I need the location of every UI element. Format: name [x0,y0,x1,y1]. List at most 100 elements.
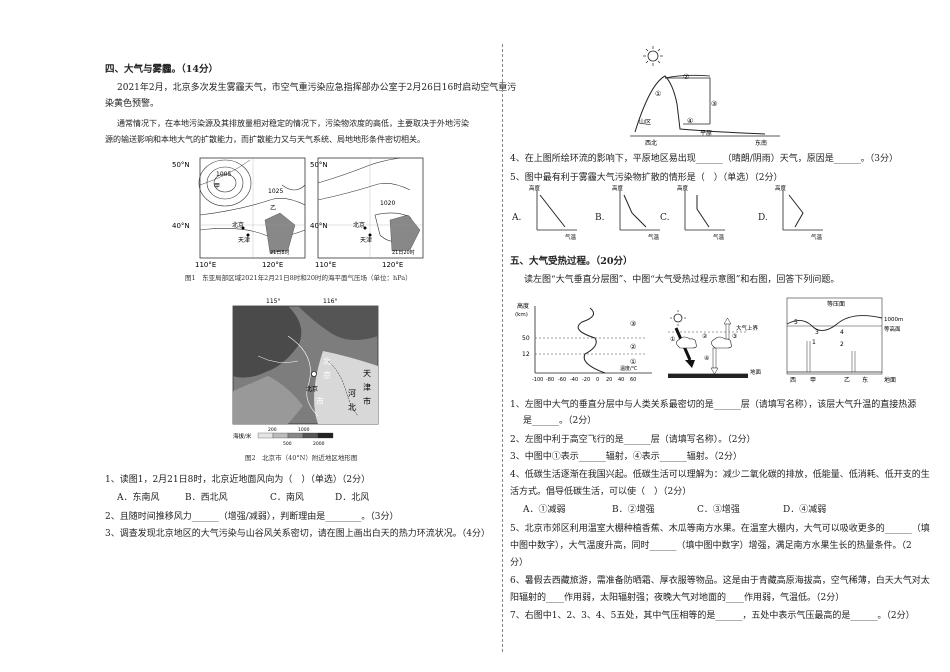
legend-tick-2000: 2000 [313,441,325,447]
beijing-char-2: 京 [323,370,331,380]
west-label: 西 [790,377,796,384]
column-divider [502,44,503,652]
q1-option-b[interactable]: B．西北风 [185,493,228,503]
question-2: 2、且随时间推移风力______（增强/减弱），判断理由是________。（3… [105,512,399,522]
q5-a-x-label: 气温 [565,233,577,240]
part5-q7: 7、右图中1、2、3、4、5五处，其中气压相等的是______，五处中表示气压最… [510,611,915,621]
x-tick-m60: -60 [558,377,566,383]
q5-opt-label-b: B. [595,213,605,223]
x-tick-m40: -40 [570,377,578,383]
circ-label-3: ③ [711,100,717,108]
legend-tick-500: 500 [283,441,292,447]
question-5: 5、图中最有利于雾霾大气污染物扩散的情形是（ ）（单选）（2分） [510,173,783,183]
q5-d-y-label: 高度 [775,185,787,192]
figure-2-terrain-map: 115° 116° 北 京 北京 市 天 津 市 河 北 海拔/米 200 50… [232,298,379,447]
p4-option-a[interactable]: A．①减弱 [523,505,566,515]
q5-opt-label-d: D. [758,213,768,223]
heat-label-2: ② [702,333,708,340]
southeast-label: 东南 [755,139,767,147]
isobar-diagram: 等压面 1000m 等高面 5 3 4 1 2 西 甲 乙 东 地面 [786,297,903,384]
lat-50-label-a: 50°N [172,161,190,169]
tianjin-label-b: 天津 [360,237,372,244]
q5-opt-label-a: A. [512,213,522,223]
lon-120-label-b: 120°E [382,261,403,269]
point-4: 4 [840,329,844,336]
q5-graph-a-svg: 高度 气温 [529,185,577,240]
part5-q2: 2、左图中利于高空飞行的是______层（请填写名称）。（2分） [510,435,756,445]
x-tick-m100: -100 [532,377,543,383]
intro-line-2: 染黄色预警。 [105,99,160,109]
part5-q5-line-b: 中图中数字），大气温度升高，同时______（填中图中数字）增强，满足南方水果生… [510,541,912,551]
part5-q1-line-b: 是______。（2分） [523,416,597,426]
section-5-intro: 读左图“大气垂直分层图”、中图“大气受热过程示意图”和右图，回答下列问题。 [524,275,840,285]
question-4: 4、在上图所绘环流的影响下，平原地区易出现______（晴朗/阴雨）天气，原因是… [510,154,898,164]
q5-b-x-label: 气温 [648,233,660,240]
layer-chart-tick-50: 50 [522,335,530,342]
q5-graph-a[interactable]: A. 高度 气温 [512,185,582,240]
jia-point-label: 甲 [810,377,816,384]
question-1: 1、读图1，2月21日8时，北京近地面风向为（ ）（单选）（2分） [105,475,371,485]
east-label: 东 [862,376,868,384]
intro-line-1: 2021年2月，北京多次发生雾霾天气，市空气重污染应急指挥部办公室于2月26日1… [117,83,517,93]
question-3: 3、调查发现北京地区的大气污染与山谷风关系密切，请在图上画出白天的热力环流状况。… [105,529,490,539]
tianjin-char-3: 市 [363,396,371,406]
layer-chart-y-title: 高度 [517,302,529,310]
time-label-b: 21日20时 [392,249,415,256]
legend-title: 海拔/米 [233,432,252,440]
circ-label-1: ① [655,90,661,98]
isobar-1020: 1020 [380,200,395,207]
q1-option-c[interactable]: C．南风 [270,493,304,503]
p4-option-b[interactable]: B．②增强 [612,505,655,515]
isobar-title: 等压面 [827,300,845,308]
equal-height-label: 等高面 [884,325,901,333]
part5-q6-line-a: 6、暑假去西藏旅游，需准备防晒霜、厚衣服等物品。这是由于青藏高原海拔高，空气稀薄… [510,576,930,586]
time-label-a: 21日8时 [270,249,290,256]
q1-option-d[interactable]: D．北风 [335,493,370,503]
beijing-city-label: 北京 [306,385,318,393]
point-3: 3 [815,329,819,336]
layer-chart-y-unit: (km) [515,312,528,318]
part5-q4-line-a: 4、低碳生活逐渐在我国兴起。低碳生活可以理解为：减少二氧化碳的排放，低能量、低消… [510,470,930,480]
x-tick-40: 40 [618,377,624,383]
heat-label-1: ① [670,336,675,343]
section-4-title: 四、大气与雾霾。（14分） [105,64,218,75]
beijing-char-1: 北 [323,357,331,366]
q1-option-a[interactable]: A．东南风 [117,493,160,503]
figure-1-pressure-maps: 50°N 40°N 110°E 120°E 1005 甲 1025 乙 北京 天… [172,157,424,269]
legend-tick-200: 200 [268,427,277,433]
yi-point-label: 乙 [844,377,850,384]
layer-2-label: ② [630,343,636,351]
q5-opt-label-c: C. [660,213,670,223]
lon-116-label: 116° [323,298,337,305]
intro-line-3: 通常情况下，在本地污染源及其排放量相对稳定的情况下，污染物浓度的高低，主要取决于… [117,119,469,128]
hebei-char-2: 北 [348,403,356,412]
lat-40-label-a: 40°N [172,222,190,230]
valley-circulation-diagram: ② ① ③ ④ 山区 平原 西北 东南 [630,46,780,147]
plain-label: 平原 [700,130,712,137]
circ-label-4: ④ [687,117,693,125]
q5-graph-b[interactable]: B. 高度 气温 [595,185,665,240]
x-tick-60: 60 [630,377,636,383]
heating-process-diagram: ① ② ③ ④ 大气上界 地面 [668,310,762,378]
hebei-char-1: 河 [348,388,356,398]
p4-option-c[interactable]: C．③增强 [697,505,740,515]
intro-line-4: 源的输送影响和本地大气的扩散能力，而扩散能力又与天气系统、局地地形条件密切相关。 [105,135,425,144]
surface-label: 地面 [884,376,896,384]
q5-graph-c-svg: 高度 气温 [677,185,725,240]
tianjin-label-a: 天津 [238,237,250,244]
part5-q5-line-a: 5、北京市郊区利用温室大棚种植香蕉、木瓜等南方水果。在温室大棚内，大气可以吸收更… [510,524,930,534]
x-tick-0: 0 [596,377,599,383]
q5-c-x-label: 气温 [713,233,725,240]
q5-graph-d[interactable]: D. 高度 气温 [758,185,828,240]
isobar-1005: 1005 [216,171,231,178]
layer-1-label: ① [630,358,636,366]
p4-option-d[interactable]: D．④减弱 [783,505,827,515]
q5-graph-d-svg: 高度 气温 [775,185,823,240]
beijing-label-b: 北京 [353,221,365,229]
upper-atmosphere-label: 大气上界 [736,324,759,332]
section-5-title: 五、大气受热过程。（20分） [510,256,633,267]
q5-graph-c[interactable]: C. 高度 气温 [660,185,730,240]
q5-graph-b-svg: 高度 气温 [612,185,660,240]
tianjin-char-2: 津 [363,382,371,392]
jia-label: 甲 [214,183,220,190]
